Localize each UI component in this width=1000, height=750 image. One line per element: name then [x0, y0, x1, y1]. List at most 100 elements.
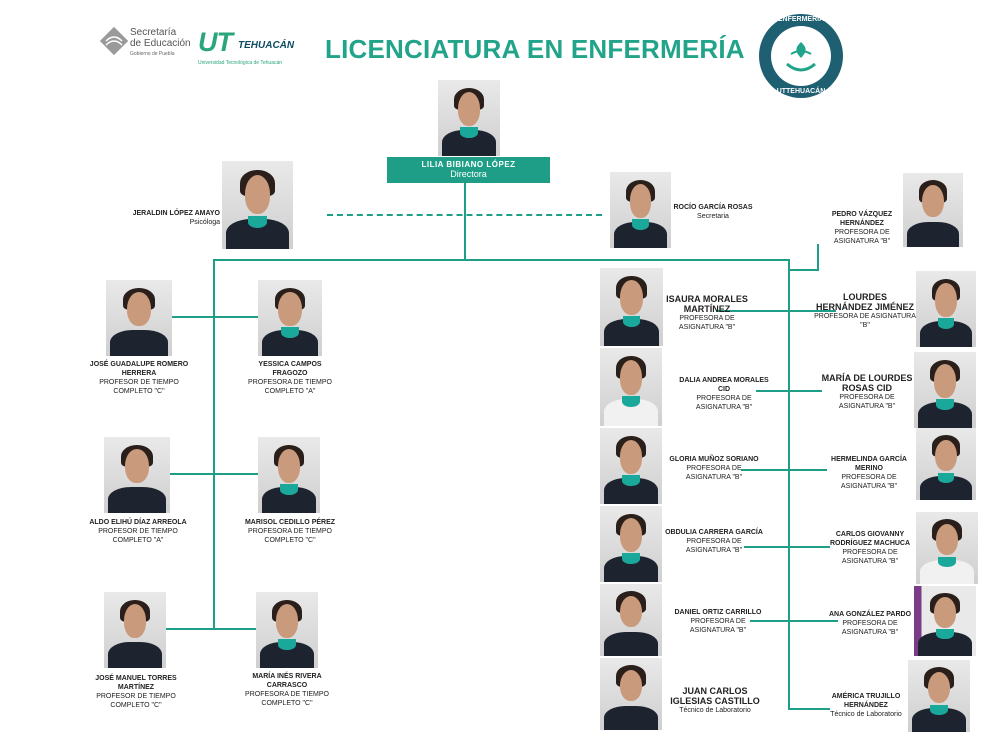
staff-role: PROFESORA DE ASIGNATURA "B": [840, 474, 898, 490]
staff-photo: [256, 592, 318, 668]
staff-photo: [914, 352, 976, 428]
staff-name: DALIA ANDREA MORALES CID: [679, 377, 769, 393]
staff-photo: [600, 428, 662, 504]
staff-label: ANA GONZÁLEZ PARDO PROFESORA DE ASIGNATU…: [826, 610, 914, 637]
psicologa-photo: [222, 161, 293, 249]
secretaria-label: ROCÍO GARCÍA ROSAS Secretaria: [672, 203, 754, 221]
staff-photo: [916, 512, 978, 584]
sep-line2: de Educación: [130, 38, 191, 49]
staff-role: PROFESORA DE ASIGNATURA "B": [838, 394, 896, 410]
staff-photo: [916, 271, 976, 347]
staff-photo: [600, 348, 662, 426]
staff-photo: [258, 280, 322, 356]
enfermeria-emblem: ENFERMERÍA UTTEHUACÁN: [757, 12, 845, 100]
staff-label: CARLOS GIOVANNY RODRÍGUEZ MACHUCA PROFES…: [822, 530, 918, 566]
staff-label: ALDO ELIHÚ DÍAZ ARREOLA PROFESOR DE TIEM…: [84, 518, 192, 545]
staff-photo: [916, 428, 976, 500]
staff-photo: [914, 586, 976, 656]
staff-label: AMÉRICA TRUJILLO HERNÁNDEZ Técnico de La…: [824, 692, 908, 719]
ut-subtitle: Universidad Tecnológica de Tehuacán: [198, 60, 283, 66]
staff-name: MARÍA INÉS RIVERA CARRASCO: [252, 673, 322, 689]
staff-name: ISAURA MORALES MARTÍNEZ: [666, 294, 748, 314]
connector-left-trunk: [213, 259, 215, 630]
staff-photo: [903, 173, 963, 247]
staff-role: PROFESORA DE ASIGNATURA "B": [841, 549, 899, 565]
sep-logo: Secretaría de Educación Gobierno de Pueb…: [100, 25, 200, 65]
staff-label: MARÍA DE LOURDES ROSAS CID PROFESORA DE …: [820, 373, 914, 411]
connector-right-row1: [716, 310, 836, 312]
staff-name: JOSÉ MANUEL TORRES MARTÍNEZ: [95, 675, 177, 691]
staff-label: JOSÉ GUADALUPE ROMERO HERRERA PROFESOR D…: [88, 360, 190, 396]
connector-right-row4: [744, 546, 830, 548]
staff-name: OBDULIA CARRERA GARCÍA: [665, 529, 763, 536]
sep-subtitle: Gobierno de Puebla: [130, 51, 175, 57]
staff-role: PROFESOR DE TIEMPO COMPLETO "C": [99, 379, 179, 395]
staff-photo: [104, 437, 170, 513]
connector-right-top-vert: [817, 244, 819, 271]
staff-name: JOSÉ GUADALUPE ROMERO HERRERA: [89, 361, 189, 377]
connector-staff-dashed: [327, 214, 602, 216]
staff-name: YESSICA CAMPOS FRAGOZO: [258, 361, 322, 377]
staff-role: PROFESOR DE TIEMPO COMPLETO "C": [96, 693, 176, 709]
staff-role: PROFESORA DE TIEMPO COMPLETO "C": [248, 528, 332, 544]
sep-line1: Secretaría: [130, 27, 177, 38]
staff-label: GLORIA MUÑOZ SORIANO PROFESORA DE ASIGNA…: [664, 455, 764, 482]
secretaria-role: Secretaria: [697, 213, 729, 220]
connector-right-row5: [750, 620, 838, 622]
sep-emblem-icon: [100, 27, 128, 56]
staff-label: DANIEL ORTIZ CARRILLO PROFESORA DE ASIGN…: [668, 608, 768, 635]
staff-name: DANIEL ORTIZ CARRILLO: [674, 609, 762, 616]
psicologa-label: JERALDIN LÓPEZ AMAYO Psicóloga: [120, 209, 220, 227]
staff-role: PROFESORA DE TIEMPO COMPLETO "C": [245, 691, 329, 707]
staff-name: ALDO ELIHÚ DÍAZ ARREOLA: [89, 519, 187, 526]
staff-role: PROFESORA DE ASIGNATURA "B": [689, 618, 747, 634]
staff-name: MARISOL CEDILLO PÉREZ: [244, 519, 336, 526]
connector-right-trunk: [788, 259, 790, 710]
staff-photo: [258, 437, 320, 513]
secretaria-photo: [610, 172, 671, 248]
staff-label: ISAURA MORALES MARTÍNEZ PROFESORA DE ASI…: [664, 294, 750, 332]
staff-role: PROFESORA DE ASIGNATURA "B": [841, 620, 899, 636]
staff-photo: [600, 268, 663, 346]
page-title: LICENCIATURA EN ENFERMERÍA: [325, 34, 745, 64]
staff-name: GLORIA MUÑOZ SORIANO: [669, 456, 759, 463]
staff-photo: [600, 506, 662, 582]
staff-role: Técnico de Laboratorio: [830, 711, 902, 718]
connector-right-row2: [756, 390, 822, 392]
staff-name: PEDRO VÁZQUEZ HERNÁNDEZ: [831, 211, 893, 227]
staff-name: CARLOS GIOVANNY RODRÍGUEZ MACHUCA: [829, 531, 911, 547]
staff-label: MARISOL CEDILLO PÉREZ PROFESORA DE TIEMP…: [238, 518, 342, 545]
connector-left-row1: [172, 316, 258, 318]
staff-label: JUAN CARLOS IGLESIAS CASTILLO Técnico de…: [668, 686, 762, 715]
staff-label: PEDRO VÁZQUEZ HERNÁNDEZ PROFESORA DE ASI…: [820, 210, 904, 246]
connector-director-down: [464, 183, 466, 260]
staff-photo: [104, 592, 166, 668]
director-name: LILIA BIBIANO LÓPEZ: [421, 160, 516, 169]
staff-name: AMÉRICA TRUJILLO HERNÁNDEZ: [831, 693, 901, 709]
ut-logo: UT TEHUACÁN Universidad Tecnológica de T…: [198, 28, 306, 72]
connector-right-row6: [790, 708, 830, 710]
staff-role: PROFESORA DE ASIGNATURA "B": [833, 229, 891, 245]
staff-role: PROFESORA DE ASIGNATURA "B": [685, 538, 743, 554]
emblem-top-text: ENFERMERÍA: [777, 16, 825, 23]
staff-photo: [106, 280, 172, 356]
ut-side-text: TEHUACÁN: [238, 40, 295, 51]
director-photo: [438, 80, 500, 156]
psicologa-role: Psicóloga: [189, 219, 220, 226]
staff-label: DALIA ANDREA MORALES CID PROFESORA DE AS…: [676, 376, 772, 412]
staff-name: LOURDES HERNÁNDEZ JIMÉNEZ: [815, 292, 914, 312]
staff-name: HERMELINDA GARCÍA MERINO: [831, 456, 907, 472]
director-box: LILIA BIBIANO LÓPEZ Directora: [387, 157, 550, 183]
staff-role: Técnico de Laboratorio: [679, 707, 751, 714]
secretaria-name: ROCÍO GARCÍA ROSAS: [673, 204, 753, 211]
staff-label: YESSICA CAMPOS FRAGOZO PROFESORA DE TIEM…: [240, 360, 340, 396]
staff-label: JOSÉ MANUEL TORRES MARTÍNEZ PROFESOR DE …: [84, 674, 188, 710]
director-role: Directora: [450, 169, 487, 179]
staff-role: PROFESORA DE TIEMPO COMPLETO "A": [248, 379, 332, 395]
connector-main-horizontal: [213, 259, 789, 261]
staff-label: MARÍA INÉS RIVERA CARRASCO PROFESORA DE …: [236, 672, 338, 708]
staff-name: MARÍA DE LOURDES ROSAS CID: [821, 373, 913, 393]
staff-role: PROFESOR DE TIEMPO COMPLETO "A": [98, 528, 178, 544]
staff-name: JUAN CARLOS IGLESIAS CASTILLO: [670, 686, 760, 706]
connector-right-row3: [741, 469, 827, 471]
